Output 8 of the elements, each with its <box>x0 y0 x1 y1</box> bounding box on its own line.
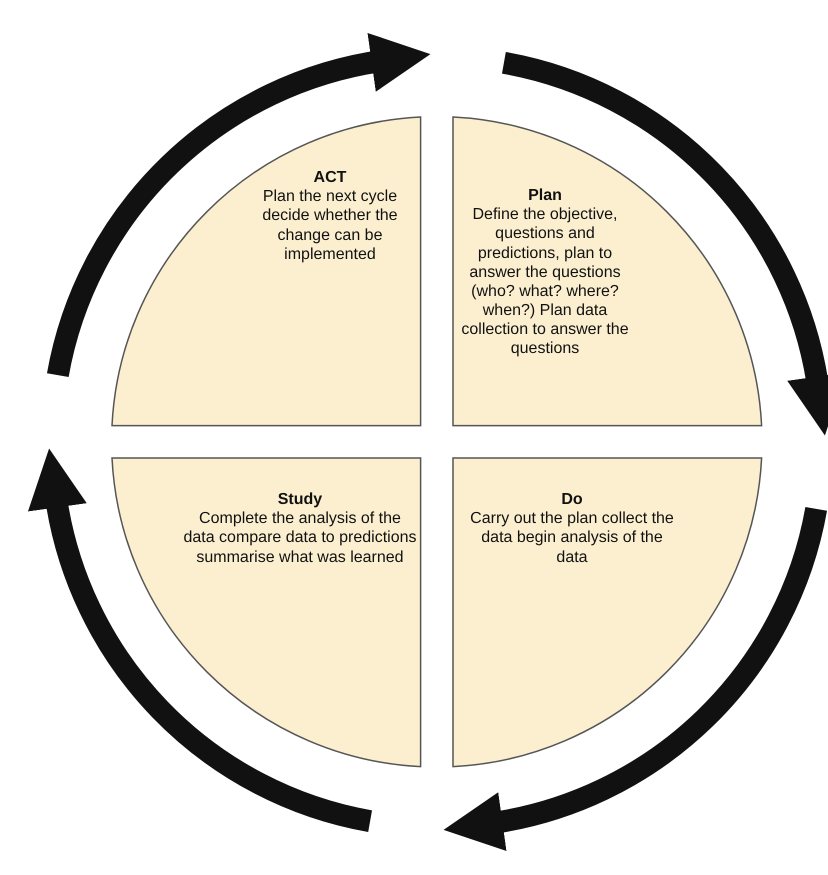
stage-description: Plan the next cycle decide whether the change can be implemented <box>261 187 399 264</box>
stage-description: Define the objective, questions and predictions, plan to answer the questions (who? what? where? when?) Plan data collection to answer the questions <box>460 205 630 359</box>
stage-heading: Study <box>276 490 324 510</box>
stage-heading: Plan <box>527 186 563 206</box>
stage-description: Complete the analysis of the data compare data to predictions summarise what was learned <box>182 509 418 567</box>
stage-description: Carry out the plan collect the data begin analysis of the data <box>469 509 675 567</box>
stage-heading: Do <box>560 490 584 510</box>
stage-heading: ACT <box>312 168 348 188</box>
